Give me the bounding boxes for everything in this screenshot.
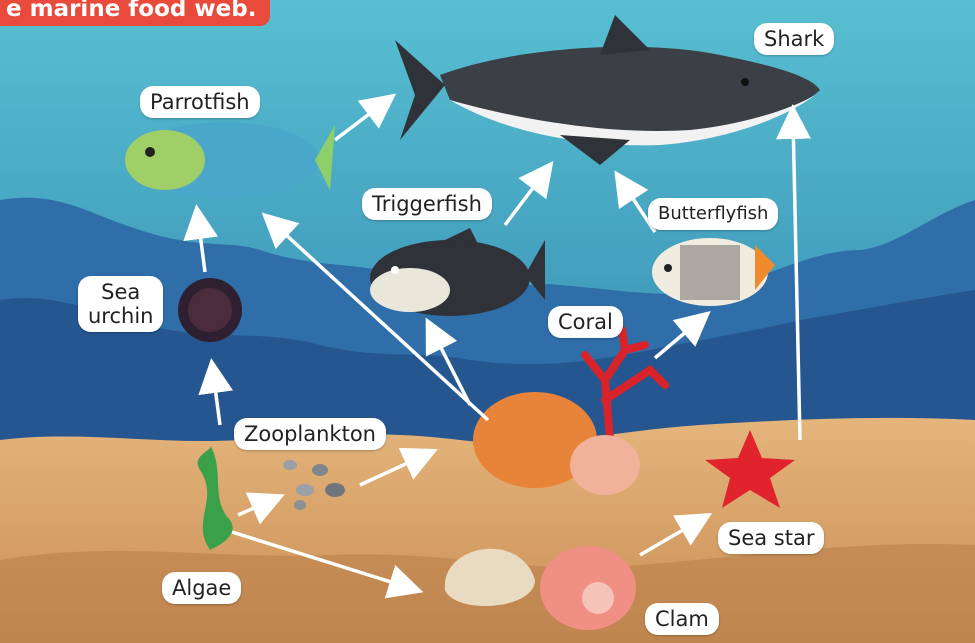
title-banner: e marine food web. <box>0 0 270 26</box>
label-sea-star: Sea star <box>718 522 824 554</box>
label-algae: Algae <box>162 572 241 604</box>
label-zooplankton: Zooplankton <box>234 418 386 450</box>
label-sea-urchin: Sea urchin <box>78 276 163 332</box>
label-coral: Coral <box>548 306 623 338</box>
label-butterflyfish: Butterflyfish <box>648 198 778 230</box>
label-clam: Clam <box>645 603 719 635</box>
label-shark: Shark <box>754 23 834 55</box>
label-triggerfish: Triggerfish <box>362 188 492 220</box>
sea-urchin-illustration <box>178 278 242 342</box>
label-parrotfish: Parrotfish <box>140 86 260 118</box>
